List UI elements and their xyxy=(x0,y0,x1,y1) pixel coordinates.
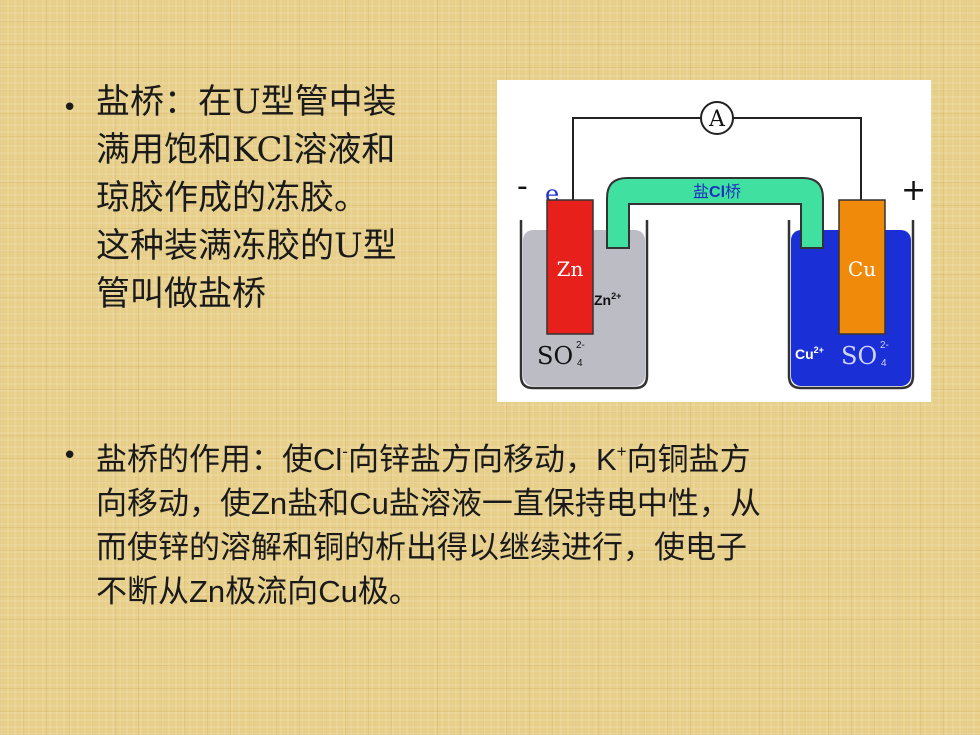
function-text: 盐桥的作用：使Cl-向锌盐方向移动，K+向铜盐方 向移动，使Zn盐和Cu盐溶液一… xyxy=(96,430,932,614)
fn-text: 极。 xyxy=(357,573,420,610)
bullet-icon: • xyxy=(62,441,78,471)
left-sulfate-charge: 2- xyxy=(576,340,585,351)
left-sulfate-label: SO xyxy=(537,342,573,370)
zinc-ion-label: Zn2+ xyxy=(594,291,621,308)
left-sulfate-sub: 4 xyxy=(577,358,583,369)
salt-bridge-label: 盐Cl桥 xyxy=(693,182,741,201)
fn-text: 向移动，使 xyxy=(96,485,251,522)
galvanic-cell-diagram: A - + e 盐Cl桥 Zn Cu Zn2+ SO 2- 4 Cu2+ SO … xyxy=(497,80,931,402)
ammeter-label: A xyxy=(708,107,726,132)
definition-text: 盐桥：在U型管中装 满用饱和KCl溶液和 琼胶作成的冻胶。 这种装满冻胶的U型 … xyxy=(96,78,472,318)
fn-text: 极流向 xyxy=(225,573,319,610)
zinc-electrode xyxy=(546,199,594,335)
right-beaker xyxy=(787,220,915,390)
copper-symbol: Cu xyxy=(349,485,389,521)
potassium-symbol: K xyxy=(595,441,617,477)
chloride-symbol: Cl xyxy=(313,441,343,477)
salt-bridge xyxy=(606,177,824,249)
fn-text: 盐桥的作用：使 xyxy=(96,441,313,478)
def-line-4: 这种装满冻胶的U型 xyxy=(96,226,397,266)
fn-text: 向铜盐方 xyxy=(626,441,751,478)
salt-bridge-definition: • 盐桥：在U型管中装 满用饱和KCl溶液和 琼胶作成的冻胶。 这种装满冻胶的U… xyxy=(62,78,472,318)
zinc-symbol: Zn xyxy=(189,573,226,609)
bullet-icon: • xyxy=(62,93,78,123)
fn-text: 不断从 xyxy=(96,573,189,610)
wire-left xyxy=(572,117,701,200)
zinc-symbol: Zn xyxy=(251,485,288,521)
def-line-3: 琼胶作成的冻胶。 xyxy=(96,178,368,218)
copper-electrode xyxy=(838,199,886,335)
fn-line-1: 盐桥的作用：使Cl-向锌盐方向移动，K+向铜盐方 xyxy=(96,442,751,478)
fn-text: 盐和 xyxy=(287,485,350,522)
fn-text: 向锌盐方向移动， xyxy=(347,441,596,478)
copper-electrode-label: Cu xyxy=(848,257,876,281)
left-beaker xyxy=(519,220,649,390)
right-sulfate-sub: 4 xyxy=(881,358,887,369)
chloride-charge: - xyxy=(342,442,348,461)
fn-line-3: 而使锌的溶解和铜的析出得以继续进行，使电子 xyxy=(96,529,747,566)
def-line-2: 满用饱和KCl溶液和 xyxy=(96,130,396,170)
copper-symbol: Cu xyxy=(318,573,358,609)
salt-bridge-function: • 盐桥的作用：使Cl-向锌盐方向移动，K+向铜盐方 向移动，使Zn盐和Cu盐溶… xyxy=(62,430,932,614)
galvanic-cell-svg: A - + e 盐Cl桥 Zn Cu Zn2+ SO 2- 4 Cu2+ SO … xyxy=(517,101,926,390)
potassium-charge: + xyxy=(616,442,627,461)
copper-ion-label: Cu2+ xyxy=(795,345,824,362)
positive-sign: + xyxy=(901,173,926,208)
ammeter-icon xyxy=(700,101,734,135)
negative-sign: - xyxy=(517,169,528,204)
wire-right xyxy=(733,117,862,200)
fn-text: 盐溶液一直保持电中性，从 xyxy=(388,485,761,522)
def-line-5: 管叫做盐桥 xyxy=(96,274,266,314)
fn-line-4: 不断从Zn极流向Cu极。 xyxy=(96,574,420,610)
zinc-electrode-label: Zn xyxy=(557,257,584,281)
def-line-1: 盐桥：在U型管中装 xyxy=(96,82,397,122)
fn-line-2: 向移动，使Zn盐和Cu盐溶液一直保持电中性，从 xyxy=(96,486,761,522)
right-sulfate-charge: 2- xyxy=(880,340,889,351)
right-sulfate-label: SO xyxy=(841,342,877,370)
